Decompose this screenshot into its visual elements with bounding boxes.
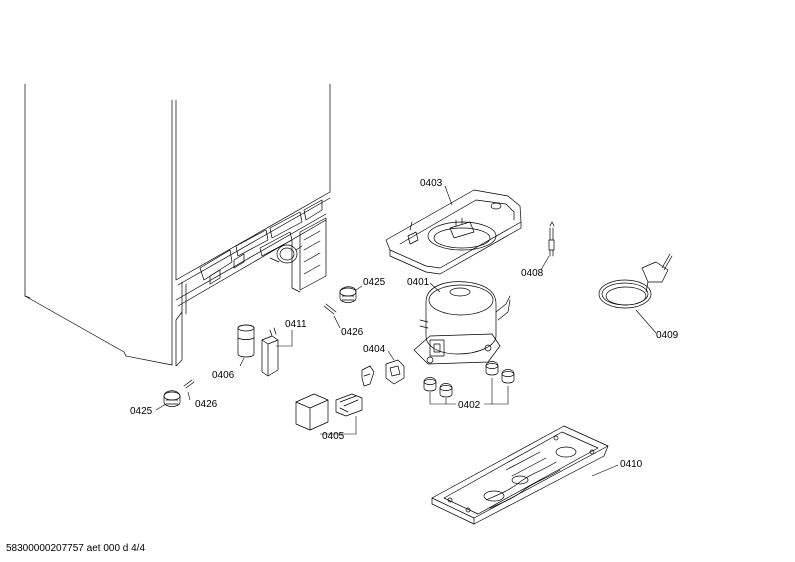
label-0404: 0404 — [363, 344, 386, 355]
label-0426-top: 0426 — [341, 327, 364, 338]
label-0405: 0405 — [322, 431, 345, 442]
refrigerator-cabinet — [24, 83, 331, 367]
label-0425-top: 0425 — [363, 277, 386, 288]
part-0404-relay-clip — [361, 350, 405, 387]
part-0409-power-cord — [598, 253, 673, 334]
label-0406: 0406 — [212, 370, 235, 381]
document-id-footer: 58300000207757 aet 000 d 4/4 — [6, 543, 146, 554]
label-0425-bottom: 0425 — [130, 406, 153, 417]
label-0409: 0409 — [656, 330, 679, 341]
part-0406-capacitor — [237, 324, 255, 367]
label-0408: 0408 — [521, 268, 544, 279]
part-0402-grommets — [423, 361, 515, 405]
part-0408-wire-connector — [540, 221, 555, 271]
part-0425-0426-bottom-fasteners — [155, 379, 195, 411]
label-0411: 0411 — [285, 319, 307, 330]
part-0405-starter-relay — [295, 393, 363, 435]
label-0410: 0410 — [620, 459, 643, 470]
label-0426-bottom: 0426 — [195, 399, 218, 410]
label-0402: 0402 — [458, 400, 481, 411]
part-0401-compressor — [413, 281, 511, 365]
label-0403: 0403 — [420, 178, 443, 189]
part-0425-0426-top-fasteners — [323, 285, 363, 329]
part-0403-drip-tray — [385, 185, 522, 275]
part-0410-base-plate — [431, 425, 619, 525]
part-0411-overload-protector — [261, 327, 293, 377]
label-0401: 0401 — [407, 277, 430, 288]
